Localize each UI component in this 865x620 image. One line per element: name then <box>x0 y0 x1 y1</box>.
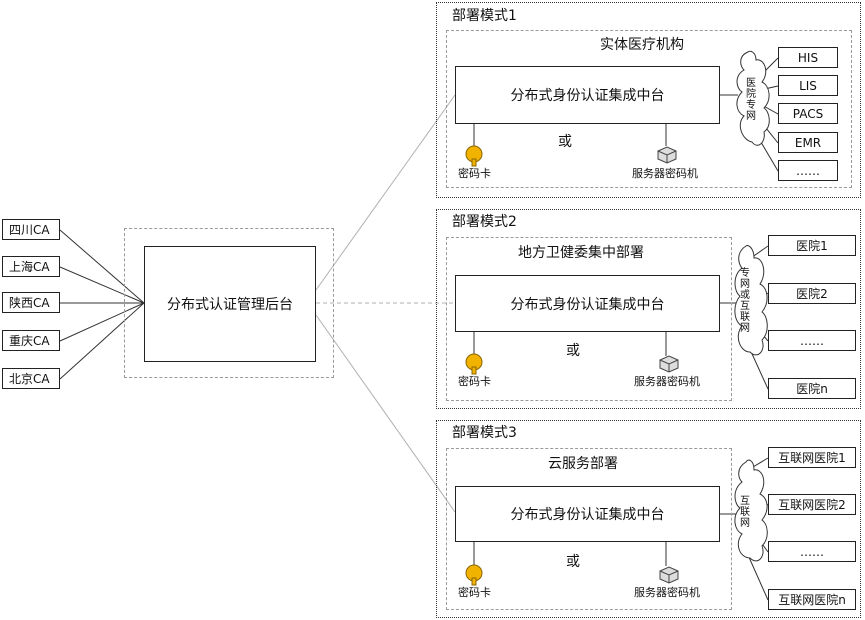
backend-box: 分布式认证管理后台 <box>144 246 316 362</box>
hospital-more: …… <box>768 330 856 351</box>
system-pacs: PACS <box>778 103 838 124</box>
mode2-server-label: 服务器密码机 <box>634 375 700 388</box>
network-cloud-3 <box>734 459 768 562</box>
system-lis: LIS <box>778 75 838 96</box>
internet-hospital-n: 互联网医院n <box>768 589 856 610</box>
system-his: HIS <box>778 47 838 68</box>
system-more: …… <box>778 160 838 181</box>
ca-box-shaanxi: 陕西CA <box>2 292 60 313</box>
mode2-title: 部署模式2 <box>452 214 517 230</box>
key-icon <box>465 353 483 375</box>
internet-hospital-more: …… <box>768 541 856 562</box>
server-icon <box>659 566 679 584</box>
backend-container <box>124 228 334 378</box>
ca-box-chongqing: 重庆CA <box>2 330 60 351</box>
mode3-network-label: 互联网 <box>740 496 750 529</box>
mode1-card-label: 密码卡 <box>458 167 491 180</box>
mode3-server-label: 服务器密码机 <box>634 586 700 599</box>
ca-box-beijing: 北京CA <box>2 368 60 389</box>
server-icon <box>657 146 677 164</box>
mode1-platform: 分布式身份认证集成中台 <box>455 66 720 124</box>
mode2-org-area <box>446 237 732 401</box>
mode2-container <box>436 209 861 409</box>
system-emr: EMR <box>778 132 838 153</box>
ca-box-sichuan: 四川CA <box>2 219 60 240</box>
mode3-org-title: 云服务部署 <box>548 456 618 472</box>
mode2-org-title: 地方卫健委集中部署 <box>518 245 644 261</box>
mode3-container <box>436 420 861 618</box>
mode1-container <box>436 2 861 198</box>
mode1-org-title: 实体医疗机构 <box>600 37 684 53</box>
mode3-card-label: 密码卡 <box>458 586 491 599</box>
key-icon <box>465 564 483 586</box>
network-cloud-1 <box>736 50 770 146</box>
mode1-network-label: 医院专网 <box>746 78 756 122</box>
mode3-or: 或 <box>566 554 580 570</box>
mode2-platform: 分布式身份认证集成中台 <box>455 275 720 332</box>
mode3-platform: 分布式身份认证集成中台 <box>455 486 720 542</box>
ca-box-shanghai: 上海CA <box>2 256 60 277</box>
mode2-network-label: 专网或互联网 <box>740 268 750 334</box>
server-icon <box>659 355 679 373</box>
key-icon <box>465 145 483 167</box>
hospital-1: 医院1 <box>768 235 856 256</box>
mode2-or: 或 <box>566 343 580 359</box>
mode3-title: 部署模式3 <box>452 425 517 441</box>
internet-hospital-1: 互联网医院1 <box>768 447 856 468</box>
internet-hospital-2: 互联网医院2 <box>768 494 856 515</box>
network-cloud-2 <box>734 245 768 356</box>
hospital-n: 医院n <box>768 378 856 399</box>
mode2-card-label: 密码卡 <box>458 375 491 388</box>
mode1-title: 部署模式1 <box>452 8 517 24</box>
mode1-org-area <box>446 30 852 188</box>
mode1-or: 或 <box>558 134 572 150</box>
hospital-2: 医院2 <box>768 283 856 304</box>
mode3-org-area <box>446 448 732 610</box>
mode1-server-label: 服务器密码机 <box>632 167 698 180</box>
